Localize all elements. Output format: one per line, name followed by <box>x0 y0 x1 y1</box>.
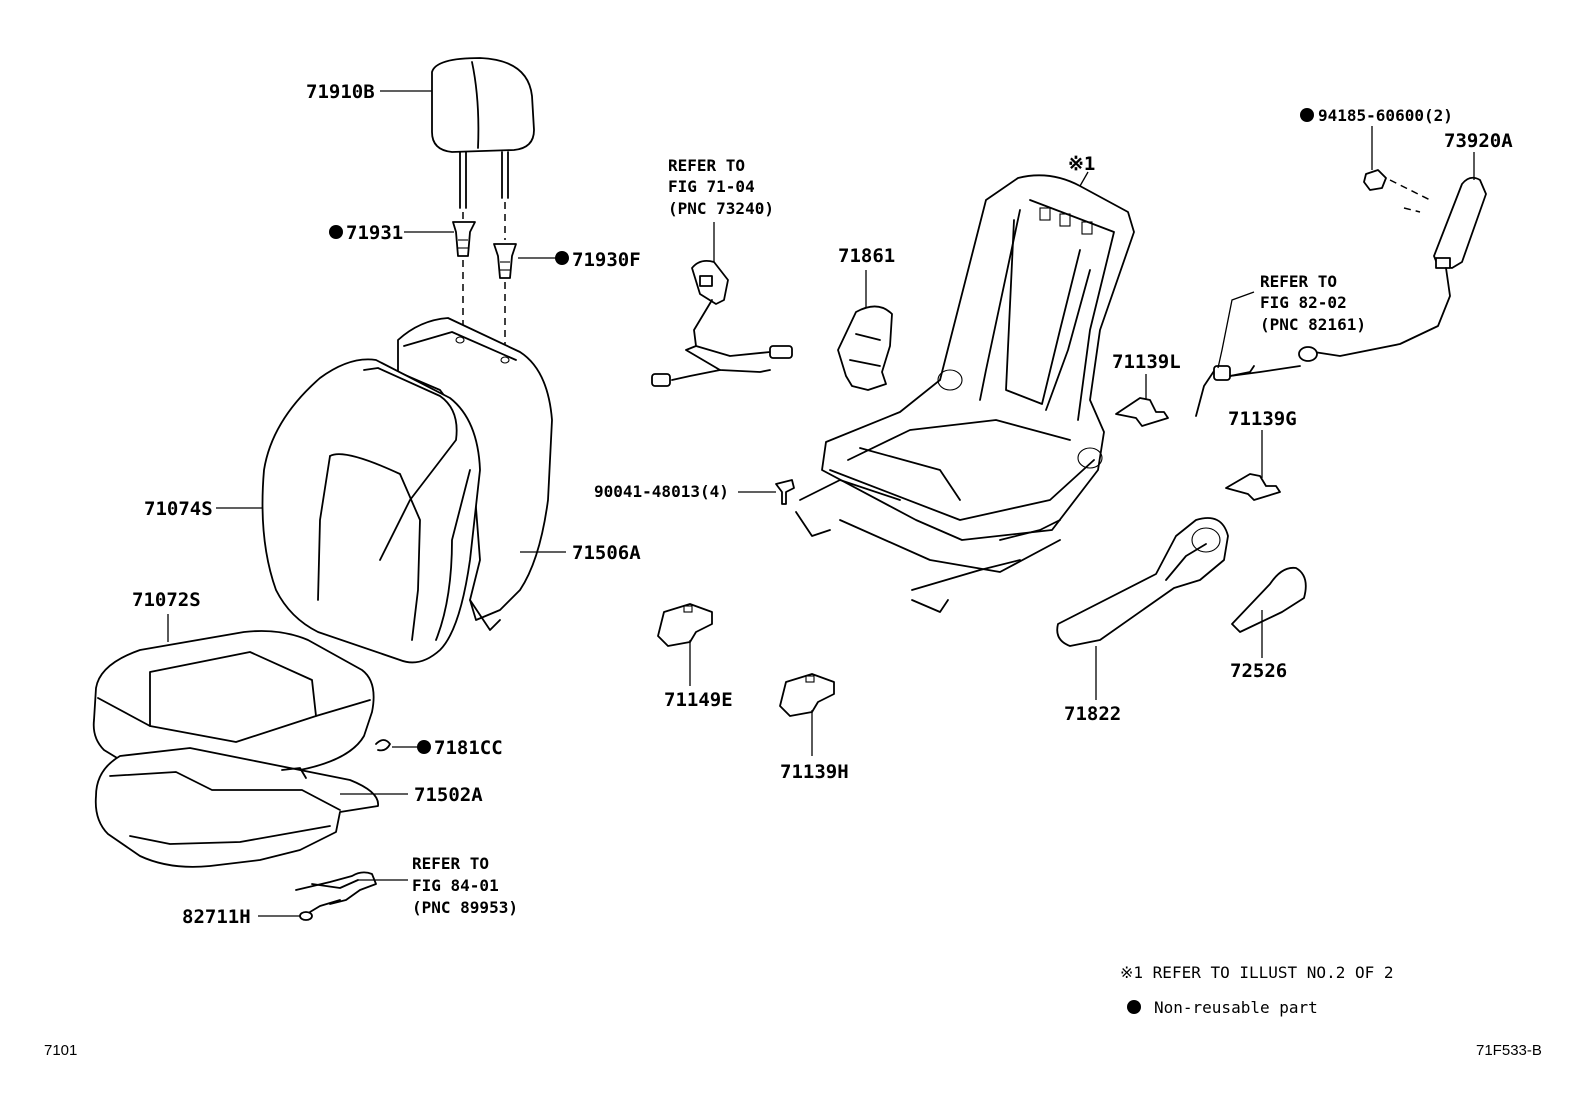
label-73920A: 73920A <box>1444 130 1513 152</box>
label-71910B: 71910B <box>306 81 375 103</box>
non-reusable-dot-94185 <box>1300 108 1314 122</box>
cover-71139G[interactable] <box>1225 473 1281 501</box>
label-71822: 71822 <box>1064 703 1121 725</box>
cushion-cover-71072S[interactable] <box>92 630 375 787</box>
label-71074S: 71074S <box>144 498 213 520</box>
footer-left-code: 7101 <box>44 1042 77 1059</box>
refer-cushion-line3: (PNC 89953) <box>412 898 518 917</box>
label-71502A: 71502A <box>414 784 483 806</box>
label-94185-60600: 94185-60600(2) <box>1318 106 1453 125</box>
nut-94185-60600[interactable] <box>1363 169 1387 191</box>
headrest-guide-71930F[interactable] <box>493 243 517 279</box>
non-reusable-dot-71931 <box>329 225 343 239</box>
label-71931: 71931 <box>346 222 403 244</box>
cover-71139L[interactable] <box>1115 397 1169 427</box>
label-71139L: 71139L <box>1112 351 1181 373</box>
seat-frame-assembly[interactable] <box>795 174 1135 613</box>
seatbelt-buckle-harness[interactable] <box>651 259 793 387</box>
refer-seatbelt-line2: FIG 71-04 <box>668 177 755 196</box>
headrest-guide-71931[interactable] <box>452 221 476 257</box>
label-71149E: 71149E <box>664 689 733 711</box>
label-71861: 71861 <box>838 245 895 267</box>
refer-harness-line2: FIG 82-02 <box>1260 293 1347 312</box>
label-71139G: 71139G <box>1228 408 1297 430</box>
leader-lines <box>167 90 1475 917</box>
refer-block-seatbelt: REFER TO FIG 71-04 (PNC 73240) <box>668 156 774 218</box>
cushion-pad-71502A[interactable] <box>94 747 379 868</box>
non-reusable-dot-71930F <box>555 251 569 265</box>
label-90041-48013: 90041-48013(4) <box>594 482 729 501</box>
footer-right-code: 71F533-B <box>1476 1042 1542 1059</box>
bolt-90041-48013[interactable] <box>775 479 795 505</box>
side-shield-71822[interactable] <box>1056 517 1229 647</box>
note-illust-ref: ※1 REFER TO ILLUST NO.2 OF 2 <box>1120 963 1394 982</box>
side-airbag-73920A[interactable] <box>1298 176 1487 362</box>
non-reusable-dot-7181CC <box>417 740 431 754</box>
cover-71139H[interactable] <box>779 673 835 717</box>
legend-dot <box>1127 1000 1141 1014</box>
label-7181CC: 7181CC <box>434 737 503 759</box>
knob-72526[interactable] <box>1231 566 1307 633</box>
refer-cushion-line1: REFER TO <box>412 854 489 873</box>
refer-harness-line3: (PNC 82161) <box>1260 315 1366 334</box>
label-72526: 72526 <box>1230 660 1287 682</box>
refer-seatbelt-line1: REFER TO <box>668 156 745 175</box>
cover-71149E[interactable] <box>657 603 713 647</box>
refer-seatbelt-line3: (PNC 73240) <box>668 199 774 218</box>
clip-7181CC[interactable] <box>375 739 391 752</box>
side-shield-71861[interactable] <box>837 305 893 391</box>
seatback-cover-71074S[interactable] <box>261 358 481 664</box>
label-71072S: 71072S <box>132 589 201 611</box>
label-frame-ref: ※1 <box>1068 153 1095 175</box>
label-82711H: 82711H <box>182 906 251 928</box>
note-non-reusable: Non-reusable part <box>1154 998 1318 1017</box>
headrest-71910B[interactable] <box>431 57 535 209</box>
label-71139H: 71139H <box>780 761 849 783</box>
refer-cushion-line2: FIG 84-01 <box>412 876 499 895</box>
refer-block-cushion-harness: REFER TO FIG 84-01 (PNC 89953) <box>412 854 518 917</box>
label-71930F: 71930F <box>572 249 641 271</box>
seat-harness-right[interactable] <box>1195 365 1301 417</box>
refer-harness-line1: REFER TO <box>1260 272 1337 291</box>
refer-block-harness-right: REFER TO FIG 82-02 (PNC 82161) <box>1260 272 1366 334</box>
label-71506A: 71506A <box>572 542 641 564</box>
